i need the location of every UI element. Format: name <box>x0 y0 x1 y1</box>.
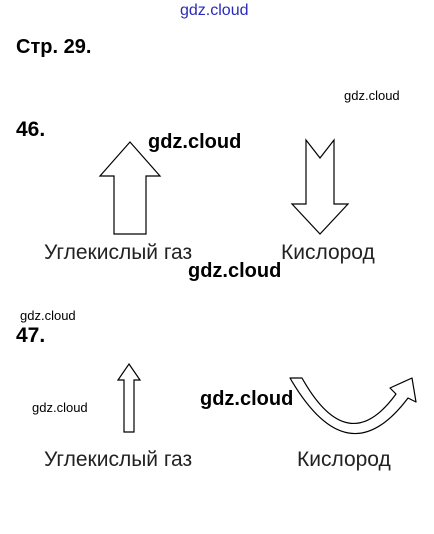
down-arrow-icon <box>290 138 350 235</box>
task-46-oxygen-label: Кислород <box>281 241 375 264</box>
watermark-right-small: gdz.cloud <box>344 88 400 103</box>
watermark-mid-bold-1: gdz.cloud <box>148 131 242 153</box>
up-arrow-thin-icon <box>116 362 142 433</box>
watermark-mid-bold-2: gdz.cloud <box>188 260 282 282</box>
task-47-co2-label: Углекислый газ <box>44 448 193 471</box>
task-47-oxygen-label: Кислород <box>297 448 391 471</box>
task-47-number: 47. <box>16 324 46 347</box>
up-arrow-icon <box>98 141 162 235</box>
watermark-top: gdz.cloud <box>180 2 249 19</box>
curved-arrow-icon <box>289 377 417 435</box>
task-46-number: 46. <box>16 118 46 141</box>
watermark-left-small-1: gdz.cloud <box>20 308 76 323</box>
task-46-co2-label: Углекислый газ <box>44 241 193 264</box>
page-title: Стр. 29. <box>16 36 92 58</box>
watermark-right-bold: gdz.cloud <box>200 388 294 410</box>
watermark-left-small-2: gdz.cloud <box>32 400 88 415</box>
